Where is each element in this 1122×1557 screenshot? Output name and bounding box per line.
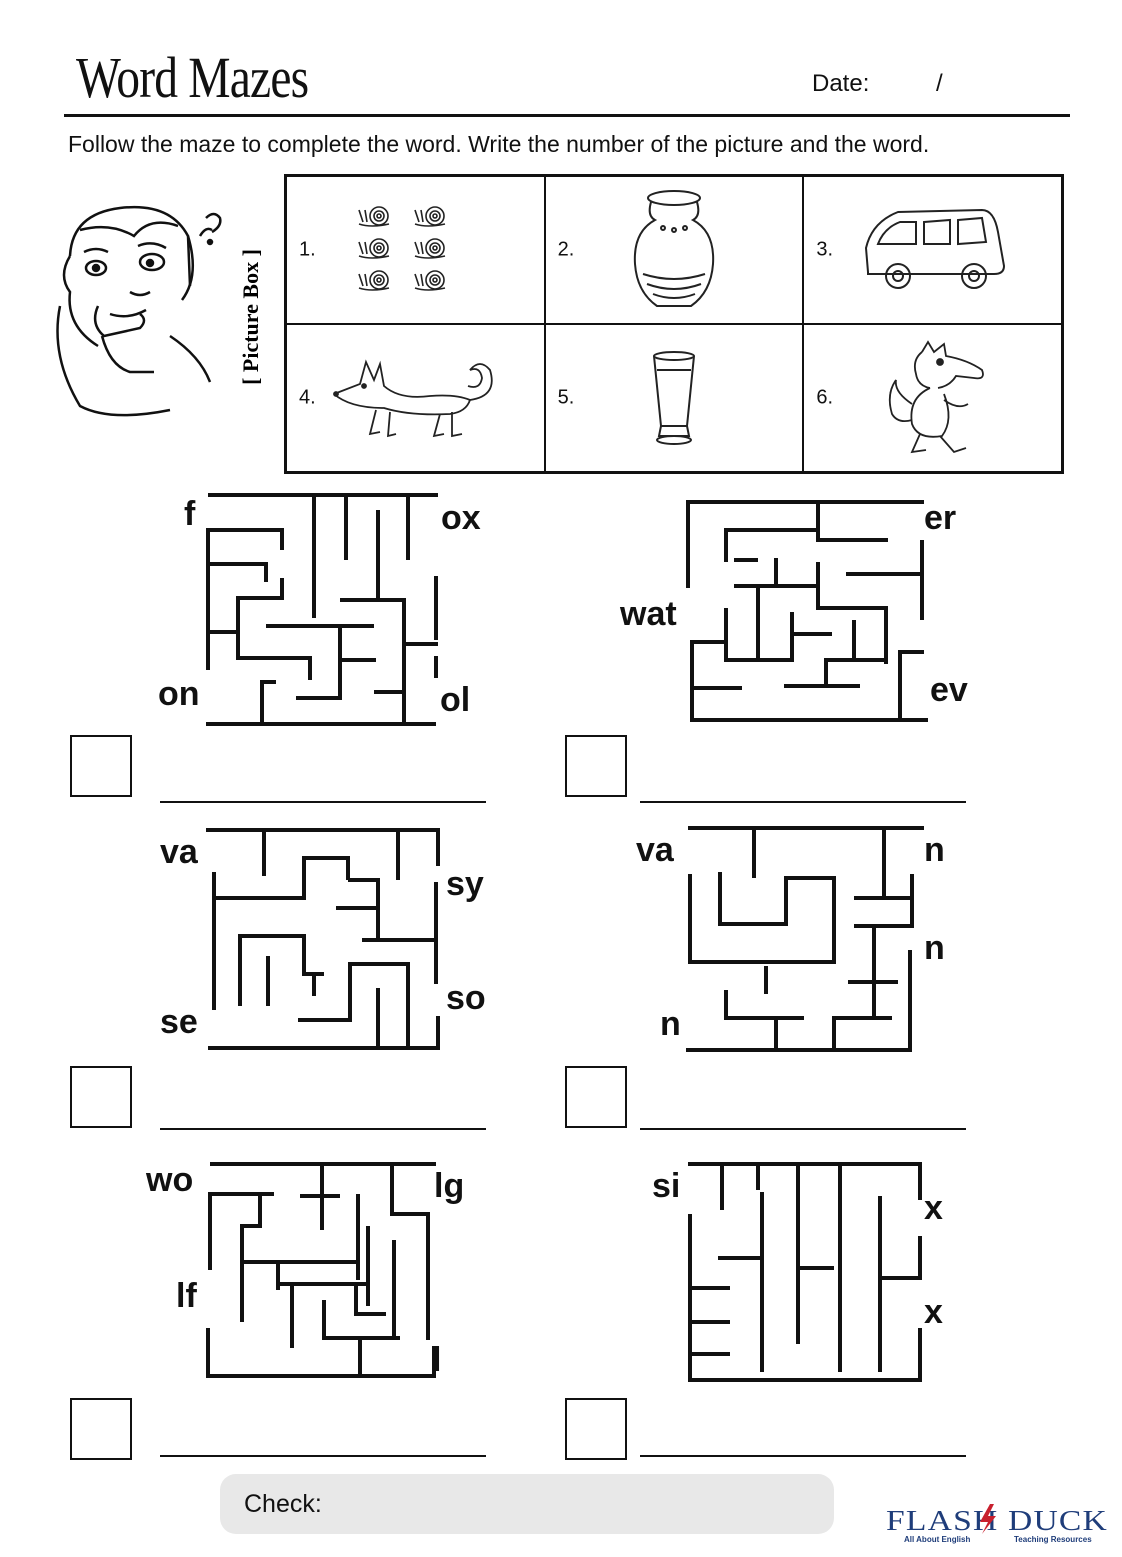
snails-icon (358, 206, 447, 291)
answer-line-5[interactable] (160, 1455, 486, 1457)
logo-tagline-right: Teaching Resources (1014, 1535, 1092, 1544)
picture-cell-6: 6. (803, 324, 1062, 472)
answer-line-4[interactable] (640, 1128, 966, 1130)
maze-1-ending-3: ol (440, 681, 471, 719)
answer-box-6[interactable] (565, 1398, 627, 1460)
answer-line-6[interactable] (640, 1455, 966, 1457)
picture-cell-2: 2. (544, 176, 804, 324)
picture-cell-5: 5. (544, 324, 804, 472)
flashduck-logo: FLASH DUCK All About English Teaching Re… (886, 1504, 1108, 1544)
picture-number: 5. (557, 386, 575, 409)
answer-box-4[interactable] (565, 1066, 627, 1128)
maze-4-start: va (636, 831, 674, 869)
maze-2-start: wat (620, 595, 677, 633)
page-title: Word Mazes (76, 45, 309, 110)
picture-box-label-text: [ Picture Box ] (238, 249, 263, 385)
maze-1-ending-1: ox (441, 499, 481, 537)
date-separator: / (936, 70, 943, 97)
answer-box-1[interactable] (70, 735, 132, 797)
maze-3-ending-1: sy (446, 865, 484, 903)
maze-5 (206, 1162, 436, 1378)
maze-4 (686, 826, 924, 1052)
answer-box-3[interactable] (70, 1066, 132, 1128)
maze-6 (688, 1162, 922, 1382)
wolf-icon (888, 340, 984, 454)
answer-line-1[interactable] (160, 801, 486, 803)
maze-2-ending-2: ev (930, 671, 968, 709)
answer-box-2[interactable] (565, 735, 627, 797)
date-label: Date: (812, 70, 870, 97)
picture-number: 4. (299, 386, 316, 409)
maze-1 (206, 493, 438, 726)
picture-box-label: [ Picture Box ] (236, 236, 266, 398)
maze-4-ending-1: n (924, 831, 945, 869)
picture-cell-1: 1. (286, 176, 545, 324)
maze-1-ending-2: on (158, 675, 200, 713)
picture-number: 1. (299, 238, 316, 261)
maze-6-ending-2: x (924, 1293, 943, 1331)
instructions-text: Follow the maze to complete the word. Wr… (68, 131, 930, 157)
maze-2 (686, 500, 928, 722)
maze-5-start: wo (146, 1161, 194, 1199)
picture-number: 2. (557, 238, 575, 261)
maze-3-ending-2: se (160, 1003, 198, 1041)
picture-cell-4: 4. (286, 324, 545, 472)
logo-tagline-left: All About English (904, 1535, 970, 1544)
maze-3 (206, 828, 440, 1050)
answer-line-2[interactable] (640, 801, 966, 803)
maze-4-ending-3: n (660, 1005, 681, 1043)
logo-text: FLASH DUCK (886, 1506, 1108, 1537)
lightning-bolt-icon (980, 1504, 996, 1534)
maze-3-ending-3: so (446, 979, 486, 1017)
answer-box-5[interactable] (70, 1398, 132, 1460)
maze-1-start: f (184, 495, 196, 533)
title-divider (64, 114, 1070, 117)
picture-box: 1. 2. 3. 4. (284, 174, 1064, 474)
fox-icon (333, 359, 493, 438)
maze-2-ending-1: er (924, 499, 957, 537)
answer-line-3[interactable] (160, 1128, 486, 1130)
thinking-boy-icon (56, 205, 222, 417)
vase-icon (633, 190, 715, 307)
maze-5-ending-2: lf (176, 1277, 197, 1315)
picture-number: 3. (816, 238, 834, 261)
picture-number: 6. (816, 386, 834, 409)
picture-cell-3: 3. (803, 176, 1062, 324)
maze-3-start: va (160, 833, 198, 871)
van-icon (864, 208, 1005, 289)
check-label: Check: (244, 1490, 322, 1518)
check-bar (220, 1474, 834, 1534)
maze-6-ending-1: x (924, 1189, 943, 1227)
maze-6-start: si (652, 1167, 681, 1205)
maze-4-ending-2: n (924, 929, 945, 967)
maze-5-ending-3: l (432, 1341, 442, 1379)
maze-5-ending-1: lg (434, 1167, 465, 1205)
glass-icon (652, 351, 695, 445)
